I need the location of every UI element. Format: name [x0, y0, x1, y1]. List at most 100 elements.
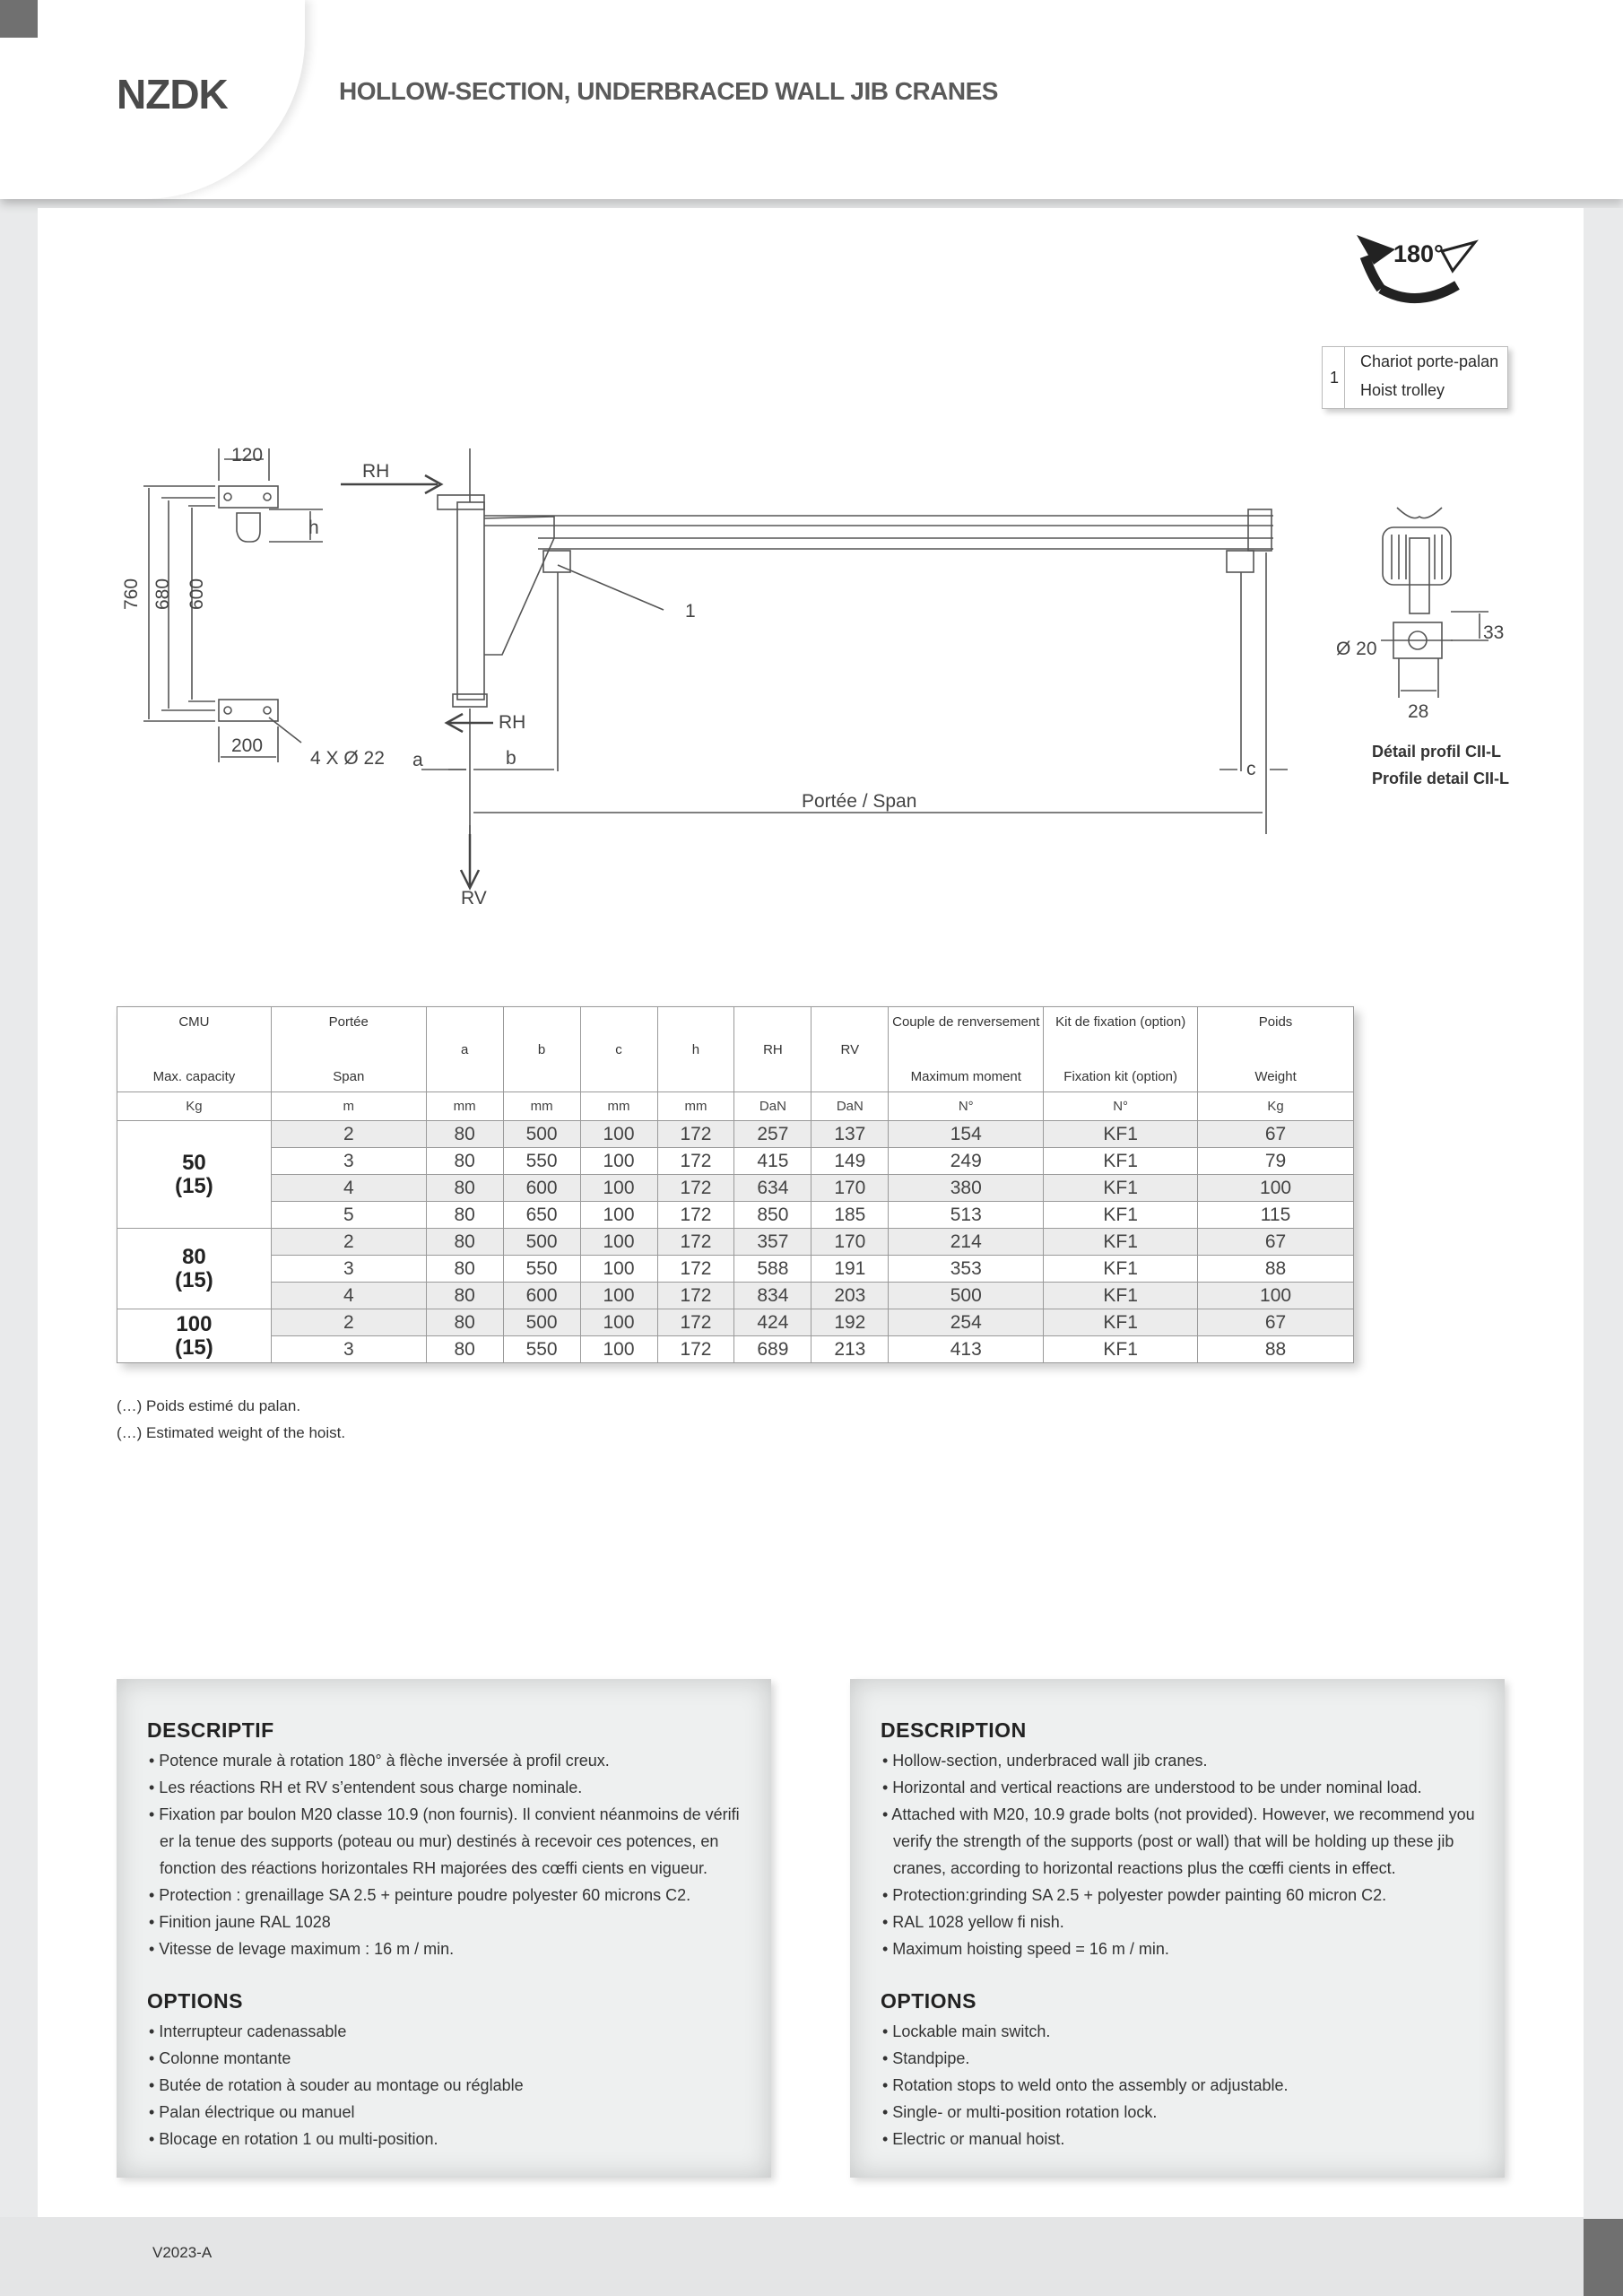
panel-english: DESCRIPTION • Hollow-section, underbrace… — [850, 1679, 1505, 2178]
legend-fr: Chariot porte-palan — [1360, 352, 1499, 370]
column-header: a — [425, 1006, 504, 1092]
table-cell: 214 — [888, 1228, 1045, 1256]
dim-600: 600 — [187, 578, 207, 610]
table-cell: KF1 — [1043, 1147, 1199, 1175]
list-item: • Electric or manual hoist. — [882, 2130, 1065, 2148]
wall-bracket — [143, 448, 323, 762]
table-cell: 100 — [579, 1120, 658, 1148]
panel-french: DESCRIPTIF • Potence murale à rotation 1… — [117, 1679, 771, 2178]
list-item: • Fixation par boulon M20 classe 10.9 (n… — [149, 1805, 740, 1877]
page-title: HOLLOW-SECTION, UNDERBRACED WALL JIB CRA… — [339, 77, 998, 105]
table-cell: 67 — [1197, 1228, 1354, 1256]
table-cell: 172 — [656, 1309, 735, 1336]
table-cell: 172 — [656, 1335, 735, 1363]
list-item: • Vitesse de levage maximum : 16 m / min… — [149, 1940, 455, 1958]
table-cell: 185 — [811, 1201, 890, 1229]
table-cell: 172 — [656, 1147, 735, 1175]
table-cell: KF1 — [1043, 1228, 1199, 1256]
list-item: • Lockable main switch. — [882, 2022, 1051, 2040]
legend-box: 1 Chariot porte-palan Hoist trolley — [1322, 346, 1508, 409]
version-label: V2023-A — [152, 2244, 213, 2261]
column-header-label: c — [615, 1041, 622, 1057]
list-item: • Potence murale à rotation 180° à flèch… — [149, 1752, 610, 1770]
unit-cell: Kg — [1197, 1091, 1354, 1121]
table-cell: 80 — [425, 1228, 504, 1256]
table-cell: 3 — [270, 1147, 427, 1175]
table-cell: 4 — [270, 1174, 427, 1202]
table-cell: 550 — [502, 1147, 581, 1175]
table-cell: 850 — [733, 1201, 812, 1229]
list-item: • Blocage en rotation 1 ou multi-positio… — [149, 2130, 438, 2148]
table-cell: 634 — [733, 1174, 812, 1202]
table-cell: 3 — [270, 1335, 427, 1363]
column-header: RV — [811, 1006, 890, 1092]
table-cell: 249 — [888, 1147, 1045, 1175]
table-cell: 172 — [656, 1120, 735, 1148]
list-item: • Les réactions RH et RV s’entendent sou… — [149, 1779, 583, 1796]
table-cell: KF1 — [1043, 1255, 1199, 1283]
table-cell: 192 — [811, 1309, 890, 1336]
hoist-weight: (15) — [175, 1173, 213, 1198]
table-cell: KF1 — [1043, 1120, 1199, 1148]
column-header-en: Fixation kit (option) — [1063, 1069, 1177, 1084]
table-cell: 80 — [425, 1335, 504, 1363]
capacity-cell: 100(15) — [117, 1309, 272, 1363]
table-cell: 2 — [270, 1228, 427, 1256]
table-cell: 172 — [656, 1282, 735, 1309]
list-item: • Horizontal and vertical reactions are … — [882, 1779, 1422, 1796]
table-cell: 600 — [502, 1282, 581, 1309]
dim-680: 680 — [152, 578, 173, 610]
page-header: NZDK HOLLOW-SECTION, UNDERBRACED WALL JI… — [0, 0, 1623, 199]
table-cell: 172 — [656, 1201, 735, 1229]
column-header-label: h — [691, 1041, 700, 1057]
capacity-value: 50 — [182, 1150, 206, 1175]
table-cell: 100 — [579, 1174, 658, 1202]
capacity-cell: 50(15) — [117, 1120, 272, 1229]
unit-cell: m — [270, 1091, 427, 1121]
rh-top-label: RH — [362, 461, 389, 482]
jib-crane — [421, 448, 1288, 879]
table-cell: 5 — [270, 1201, 427, 1229]
panel-en-list: • Hollow-section, underbraced wall jib c… — [881, 1747, 1481, 1962]
capacity-value: 80 — [182, 1244, 206, 1269]
table-cell: 100 — [579, 1335, 658, 1363]
table-cell: 500 — [502, 1309, 581, 1336]
table-cell: 149 — [811, 1147, 890, 1175]
table-cell: 500 — [502, 1120, 581, 1148]
column-header-en: Span — [333, 1069, 365, 1084]
table-cell: 88 — [1197, 1335, 1354, 1363]
right-band — [1584, 208, 1623, 2217]
dim-28: 28 — [1408, 701, 1428, 722]
table-cell: 100 — [1197, 1174, 1354, 1202]
column-header-fr: Kit de fixation (option) — [1055, 1014, 1186, 1030]
column-header: Kit de fixation (option) Fixation kit (op… — [1043, 1006, 1199, 1092]
list-item: • Protection : grenaillage SA 2.5 + pein… — [149, 1886, 691, 1904]
hoist-weight: (15) — [175, 1335, 213, 1360]
table-cell: 413 — [888, 1335, 1045, 1363]
column-header-label: b — [537, 1041, 546, 1057]
unit-cell: mm — [579, 1091, 658, 1121]
rotation-180-icon: 180° — [1357, 235, 1479, 303]
column-header-en: Weight — [1254, 1069, 1297, 1084]
list-item: • Colonne montante — [149, 2049, 291, 2067]
table-cell: 550 — [502, 1335, 581, 1363]
table-cell: 353 — [888, 1255, 1045, 1283]
table-cell: 80 — [425, 1147, 504, 1175]
column-header-fr: Portée — [328, 1014, 369, 1030]
list-item: • Single- or multi-position rotation loc… — [882, 2103, 1158, 2121]
page-tab — [1584, 2219, 1623, 2296]
table-cell: KF1 — [1043, 1201, 1199, 1229]
column-header-label: RH — [763, 1041, 783, 1057]
table-cell: 191 — [811, 1255, 890, 1283]
table-cell: 254 — [888, 1309, 1045, 1336]
